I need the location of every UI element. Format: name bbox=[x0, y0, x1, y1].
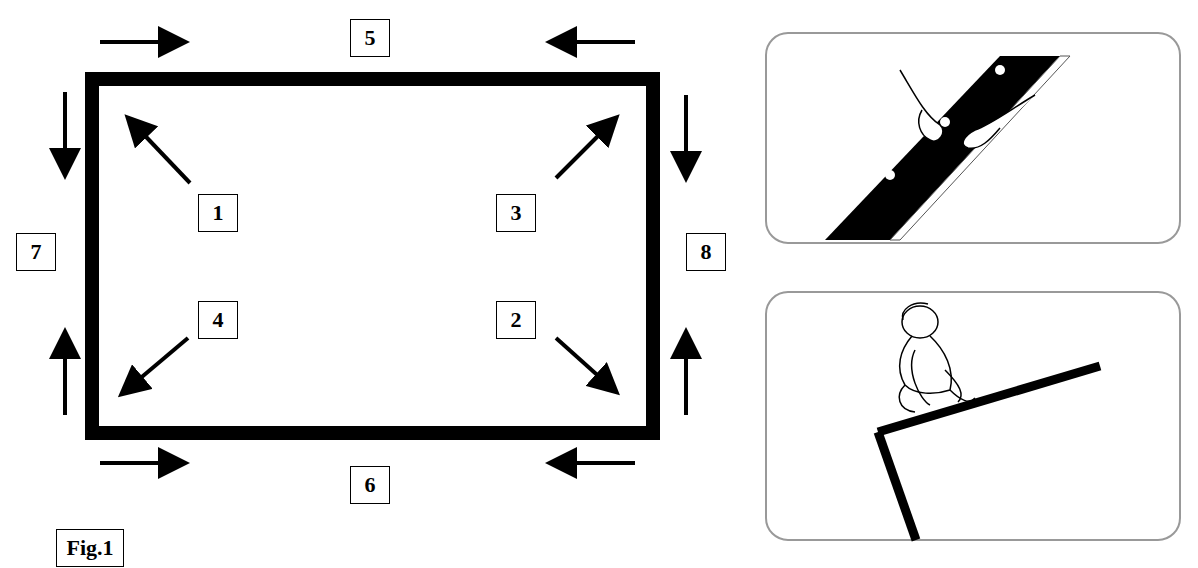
frame-outline bbox=[92, 79, 653, 433]
callout-text: 2 bbox=[511, 309, 522, 331]
callout-number: 5 bbox=[350, 19, 390, 57]
callout-text: 5 bbox=[365, 27, 376, 49]
corner-illustration bbox=[766, 292, 1180, 540]
callout-number: 8 bbox=[686, 233, 726, 271]
direction-arrows bbox=[65, 42, 686, 463]
callout-text: Fig.1 bbox=[66, 537, 113, 559]
strip-illustration bbox=[766, 33, 1180, 243]
callout-text: 1 bbox=[213, 202, 224, 224]
callout-number: 7 bbox=[16, 233, 56, 271]
callout-number: 2 bbox=[496, 301, 536, 339]
callout-number: 6 bbox=[350, 466, 390, 504]
callout-text: 3 bbox=[511, 202, 522, 224]
callout-text: 4 bbox=[213, 309, 224, 331]
callout-number: 3 bbox=[496, 194, 536, 232]
callout-number: 1 bbox=[198, 194, 238, 232]
figure-label: Fig.1 bbox=[56, 529, 124, 567]
callout-text: 8 bbox=[701, 241, 712, 263]
callout-text: 7 bbox=[31, 241, 42, 263]
callout-text: 6 bbox=[365, 474, 376, 496]
callout-number: 4 bbox=[198, 301, 238, 339]
